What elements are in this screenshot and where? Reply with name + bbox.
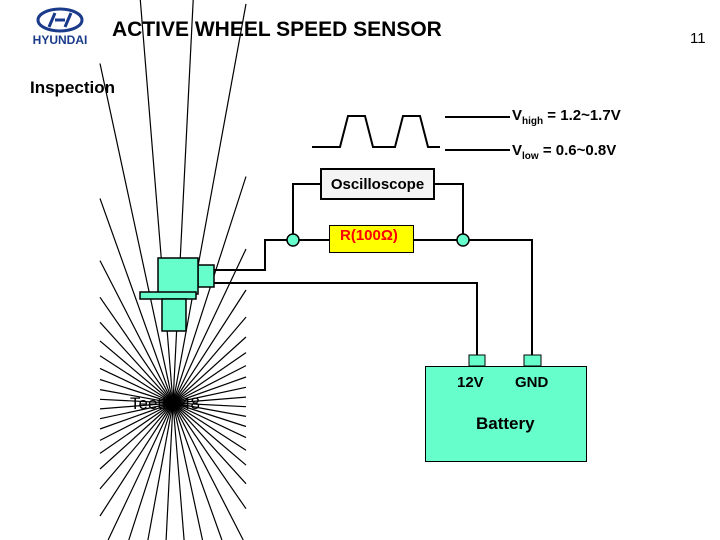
tone-wheel-spoke [147,402,174,540]
tone-wheel-spoke [99,402,174,470]
tone-wheel-spoke [172,336,247,404]
section-title: Inspection [30,78,116,97]
tone-wheel-spoke [99,260,174,404]
tone-wheel-spoke [172,402,247,451]
tone-wheel-spoke [172,402,204,540]
tone-wheel-spoke [172,402,244,540]
tone-wheel-spoke [172,0,194,404]
tone-wheel-spoke [99,296,174,404]
tone-wheel-spoke [172,386,247,404]
tone-wheel-spoke [99,402,174,490]
vhigh-label: Vhigh = 1.2~1.7V [512,107,621,127]
battery-positive-terminal [468,354,486,367]
vlow-subscript: low [522,151,539,162]
battery-negative-terminal [523,354,542,367]
resistor: R(100Ω) [329,225,414,253]
vlow-symbol: V [512,142,523,159]
tone-wheel-spoke [99,389,174,404]
tone-wheel-spoke [172,402,247,439]
tone-wheel-spoke [172,365,247,404]
tone-wheel-spoke [172,396,247,404]
battery-12v-label: 12V [457,374,484,391]
tone-wheel-spoke [99,63,174,404]
tone-wheel-spoke [172,402,247,485]
logo-wordmark: HYUNDAI [33,33,88,47]
tone-wheel-spoke [99,402,174,420]
battery: 12V GND Battery [425,366,587,462]
tone-wheel-spoke [99,321,174,404]
vhigh-subscript: high [522,116,544,127]
tone-wheel-spoke [172,3,247,404]
junction-node-right [456,233,470,247]
battery-gnd-label: GND [515,374,549,391]
oscilloscope: Oscilloscope [320,168,435,200]
signal-waveform [312,115,440,148]
tone-wheel-spoke [99,355,174,404]
tone-wheel-spoke [107,402,174,540]
tone-wheel-spoke [172,248,247,404]
tone-wheel-spoke [99,367,174,404]
tone-wheel-spoke [172,402,247,510]
vhigh-symbol: V [512,107,523,124]
tone-wheel-spoke [99,198,174,404]
tone-wheel-spoke [172,176,247,404]
page-title: ACTIVE WHEEL SPEED SENSOR [112,18,442,41]
tone-wheel-spoke [99,340,174,404]
tone-wheel-spoke [172,376,247,404]
tone-wheel-spoke [99,402,174,454]
junction-node-left [286,233,300,247]
tone-wheel-spoke [99,402,174,441]
tone-wheel-spoke [172,402,247,417]
vhigh-value: = 1.2~1.7V [547,107,621,124]
tone-wheel-spoke [99,402,174,410]
tone-wheel-spoke [172,352,247,404]
tone-wheel-spoke [172,316,247,404]
tone-wheel-spoke [172,402,223,540]
tone-wheel-spoke [172,289,247,404]
wheel-speed-sensor [139,257,215,332]
tone-wheel-spoke [99,402,174,517]
tone-wheel [99,0,247,540]
hyundai-logo: HYUNDAI [20,5,100,47]
circuit-wires [214,183,533,355]
vlow-value: = 0.6~0.8V [542,142,617,159]
tone-wheel-spoke [172,402,247,428]
tone-wheel-spoke [99,398,174,404]
tone-wheel-spoke [172,402,247,466]
tone-wheel-spoke [128,402,174,540]
tone-wheel-spoke [139,0,174,404]
tone-wheel-spoke [165,402,174,540]
tone-wheel-spoke [172,402,247,408]
tone-wheel-hub [165,395,181,411]
vlow-label: Vlow = 0.6~0.8V [512,142,616,162]
tone-wheel-teeth-label: Teeth: 48 [130,394,200,413]
battery-label: Battery [476,414,535,433]
tone-wheel-spoke [99,378,174,404]
tone-wheel-spoke [99,402,174,430]
page-number: 11 [690,30,706,47]
tone-wheel-spoke [172,402,185,540]
